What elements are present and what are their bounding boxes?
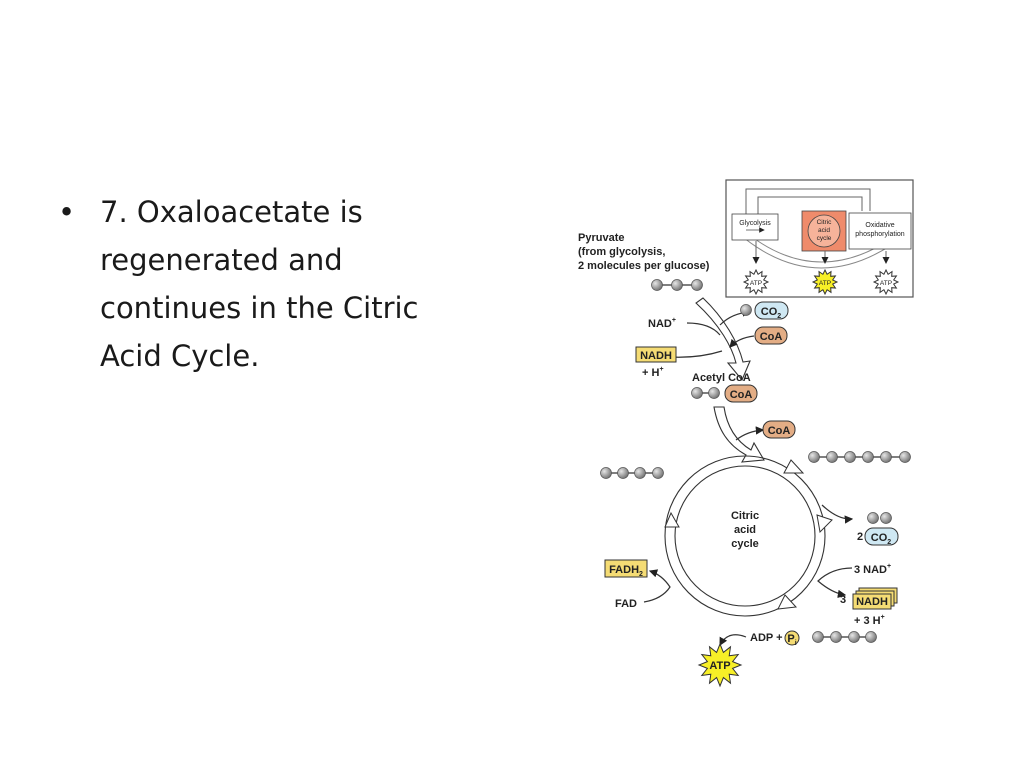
citrate-carbon [844, 451, 856, 463]
inset-atp-label-middle: ATP [819, 280, 831, 287]
pyruvate-carbon [651, 279, 663, 291]
h-plus-label: + H+ [642, 366, 664, 379]
inset-atp-label-left: ATP [750, 280, 762, 287]
svg-text:acid: acid [818, 227, 830, 234]
pyruvate-carbon [691, 279, 703, 291]
acetyl-carbon [691, 387, 703, 399]
co2-carbon [740, 304, 752, 316]
oxaloacetate-carbon [600, 467, 612, 479]
cycle-arrowhead-bottom-right [777, 594, 798, 610]
cycle-arrowhead-left [664, 511, 680, 528]
overview-inset: Glycolysis Citric acid cycle Oxidative p… [725, 179, 914, 298]
coa-in-label: CoA [760, 331, 783, 343]
succinyl-carbon [812, 631, 824, 643]
inset-citric-line-3: cycle [817, 235, 832, 242]
svg-text:cycle: cycle [817, 235, 832, 242]
citrate-carbon [808, 451, 820, 463]
acetyl-coa-box-label: CoA [730, 389, 753, 401]
cycle-arrowhead-right [816, 514, 833, 534]
co2-out-label: CO2 [871, 532, 892, 546]
cycle-label-line-2: acid [734, 524, 756, 536]
acetyl-coa-box [724, 384, 758, 403]
bullet-text: 7. Oxaloacetate is regenerated and conti… [100, 195, 419, 373]
three-nadh-count: 3 [840, 594, 846, 606]
inset-glycolysis-label: Glycolysis [739, 220, 771, 227]
citrate-carbon [899, 451, 911, 463]
atp-star [697, 642, 743, 688]
inset-citric-line-1: Citric [817, 219, 833, 226]
pi-label: Pi [787, 633, 796, 647]
inset-oxidative-line-1: Oxidative [865, 222, 894, 229]
citrate-carbon [880, 451, 892, 463]
acetyl-carbon [708, 387, 720, 399]
fadh2-box [604, 559, 648, 578]
inset-atp-label-right: ATP [880, 280, 892, 287]
inset-citric-line-2: acid [818, 227, 830, 234]
pyruvate-line-1: Pyruvate [578, 232, 624, 244]
pyruvate-block: Pyruvate (from glycolysis, 2 molecules p… [578, 232, 710, 291]
three-nad-label: 3 NAD+ [854, 563, 891, 576]
three-h-plus-label: + 3 H+ [854, 614, 885, 627]
succinyl-carbon [865, 631, 877, 643]
coa-out-label: CoA [768, 425, 791, 437]
citrate-carbon [862, 451, 874, 463]
pyruvate-line-2: (from glycolysis, [578, 246, 665, 258]
nadh-label: NADH [640, 350, 672, 362]
co2-label: CO2 [761, 306, 782, 320]
cycle-label-line-3: cycle [731, 538, 759, 550]
nadh-out-box [852, 593, 892, 610]
inset-atp-star-right [872, 268, 900, 296]
bullet-point: • 7. Oxaloacetate is regenerated and con… [58, 188, 478, 380]
oxaloacetate-carbon [652, 467, 664, 479]
fadh2-label: FADH2 [609, 564, 643, 578]
coa-out-box [762, 420, 796, 439]
succinyl-carbon [848, 631, 860, 643]
co2-out-box [864, 527, 899, 546]
cycle-label-line-1: Citric [731, 510, 759, 522]
acetyl-into-cycle-arrow [713, 406, 765, 463]
two-co2-count: 2 [857, 531, 863, 543]
cycle-ring-inner [674, 465, 816, 607]
acetyl-coa-label: Acetyl CoA [692, 372, 751, 384]
inset-oxidative-line-2: phosphorylation [855, 231, 905, 238]
nadh-out-label: NADH [856, 596, 888, 608]
oxaloacetate-carbon [634, 467, 646, 479]
cycle-ring-outer [664, 455, 826, 617]
pyruvate-to-acetyl-arrow [695, 297, 751, 382]
pyruvate-line-3: 2 molecules per glucose) [578, 260, 710, 272]
adp-label: ADP + [750, 632, 783, 644]
cycle-arrowhead-top-right [783, 459, 805, 474]
nadh-box [635, 346, 677, 363]
atp-label: ATP [709, 660, 730, 672]
bullet-marker: • [58, 195, 76, 229]
succinyl-carbon [830, 631, 842, 643]
svg-text:Citric: Citric [817, 219, 833, 226]
oxaloacetate-carbon [617, 467, 629, 479]
co2-out-carbon [880, 512, 892, 524]
nad-label: NAD+ [648, 317, 676, 330]
citrate-carbon [826, 451, 838, 463]
inset-atp-star-left [742, 268, 770, 296]
fad-label: FAD [615, 598, 637, 610]
inset-atp-star-middle [811, 268, 839, 296]
citric-acid-cycle-diagram: Glycolysis Citric acid cycle Oxidative p… [578, 179, 914, 688]
pyruvate-carbon [671, 279, 683, 291]
phosphate-circle [784, 630, 800, 646]
co2-out-carbon [867, 512, 879, 524]
co2-box [754, 301, 789, 320]
coa-in-box [754, 326, 788, 345]
